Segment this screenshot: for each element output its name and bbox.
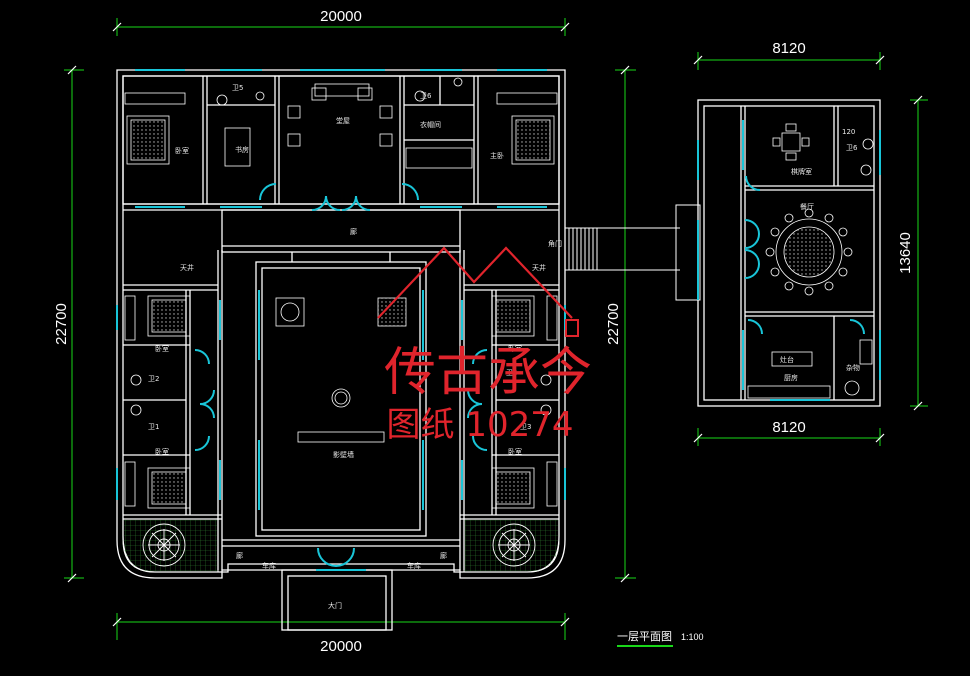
label-bedroom-w1: 卧室 bbox=[155, 344, 169, 353]
label-corridor-n: 廊 bbox=[350, 227, 357, 236]
label-bath5: 卫5 bbox=[232, 84, 243, 92]
label-bath3: 卫3 bbox=[520, 423, 531, 431]
watermark-seal-icon bbox=[565, 319, 579, 337]
dim-annex-bottom: 8120 bbox=[772, 419, 805, 436]
watermark-line2: 图纸 10274 bbox=[387, 405, 574, 445]
label-bedroom-e2: 卧室 bbox=[508, 447, 522, 456]
watermark-line1: 传古承今 bbox=[384, 343, 592, 403]
dimension-lines bbox=[64, 18, 928, 640]
label-courtyard-w: 天井 bbox=[180, 263, 194, 272]
room-labels: 卫5 卫6 堂屋 卧室 主卧 书房 衣帽间 廊 天井 天井 卧室 卫2 卫1 卧… bbox=[148, 84, 860, 610]
dim-top: 20000 bbox=[320, 8, 362, 25]
label-bedroom-e1: 卧室 bbox=[508, 344, 522, 353]
drawing-title: 一层平面图 1:100 bbox=[617, 630, 704, 647]
dim-bottom: 20000 bbox=[320, 638, 362, 655]
watermark-roof-icon bbox=[377, 246, 573, 319]
label-storage: 杂物 bbox=[846, 363, 860, 372]
dimension-ticks bbox=[67, 22, 923, 627]
watermark: 传古承今 图纸 10274 bbox=[377, 246, 592, 445]
label-garage-e: 车库 bbox=[407, 561, 421, 570]
label-gate: 大门 bbox=[328, 601, 342, 610]
annex-walls bbox=[697, 99, 881, 407]
dim-left: 22700 bbox=[53, 303, 70, 345]
label-corridor-sw: 廊 bbox=[236, 551, 243, 560]
label-bath1: 卫1 bbox=[148, 423, 159, 431]
label-hall: 堂屋 bbox=[336, 116, 350, 125]
label-study: 书房 bbox=[235, 145, 249, 154]
label-courtyard-center: 影壁墙 bbox=[333, 450, 354, 459]
label-dining: 餐厅 bbox=[800, 202, 814, 211]
dim-annex-right: 13640 bbox=[897, 232, 914, 274]
dim-annex-top: 8120 bbox=[772, 40, 805, 57]
label-bedroom-nw: 卧室 bbox=[175, 146, 189, 155]
label-kitchen: 厨房 bbox=[784, 373, 798, 382]
label-dressing: 衣帽间 bbox=[420, 120, 441, 129]
drawing-title-text: 一层平面图 bbox=[617, 630, 672, 643]
dim-inner-right: 22700 bbox=[605, 303, 622, 345]
label-stove: 灶台 bbox=[780, 355, 794, 364]
furniture bbox=[124, 77, 874, 509]
label-courtyard-e: 天井 bbox=[532, 263, 546, 272]
label-chess-room: 棋牌室 bbox=[791, 167, 812, 176]
label-garage-w: 车库 bbox=[262, 561, 276, 570]
label-bedroom-ne: 主卧 bbox=[490, 151, 504, 160]
label-bath4: 卫4 bbox=[506, 369, 518, 377]
drawing-scale: 1:100 bbox=[681, 632, 704, 642]
label-bath2: 卫2 bbox=[148, 375, 159, 383]
side-gate-steps bbox=[564, 204, 701, 301]
main-house-walls bbox=[116, 69, 566, 631]
label-corridor-se: 廊 bbox=[440, 551, 447, 560]
label-annex-120: 120 bbox=[842, 128, 855, 136]
label-bedroom-w2: 卧室 bbox=[155, 447, 169, 456]
label-side-gate: 角门 bbox=[548, 239, 562, 248]
south-gardens bbox=[122, 518, 560, 573]
label-bath6: 卫6 bbox=[420, 92, 432, 100]
garden-trees bbox=[142, 523, 536, 567]
label-annex-bath: 卫6 bbox=[846, 144, 858, 152]
dining-chairs bbox=[765, 208, 853, 296]
